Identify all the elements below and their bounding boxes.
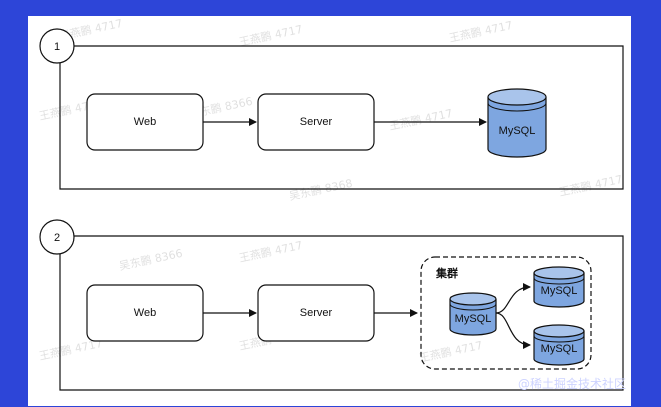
source-attribution: @稀土掘金技术社区	[518, 376, 626, 391]
mysql-db-label: MySQL	[499, 125, 536, 137]
diagram-1-frame	[59, 45, 624, 190]
mysql-replica-2-icon	[533, 324, 585, 366]
step-1-number: 1	[54, 41, 60, 53]
web-node-label: Web	[134, 307, 156, 319]
mysql-replica-1-label: MySQL	[541, 285, 578, 297]
diagram-1: 1 Web Server MySQL	[39, 28, 624, 190]
server-node-label: Server	[300, 116, 333, 128]
mysql-replica-1-icon	[533, 266, 585, 308]
mysql-db-icon	[487, 88, 547, 158]
mysql-replica-2-label: MySQL	[541, 343, 578, 355]
step-2-number: 2	[54, 232, 60, 244]
replication-arrow-2	[495, 312, 531, 349]
diagram-2: 2 Web Server 集群 MySQL MySQL	[39, 219, 624, 391]
replication-arrow-1	[495, 283, 531, 314]
web-node-label: Web	[134, 116, 156, 128]
cluster-group	[420, 256, 592, 370]
server-node-label: Server	[300, 307, 333, 319]
step-1-badge	[39, 28, 75, 64]
diagram-2-frame	[59, 235, 624, 391]
mysql-primary-icon	[449, 292, 497, 336]
step-2-badge	[39, 219, 75, 255]
mysql-primary-label: MySQL	[455, 313, 492, 325]
cluster-label: 集群	[435, 266, 458, 280]
